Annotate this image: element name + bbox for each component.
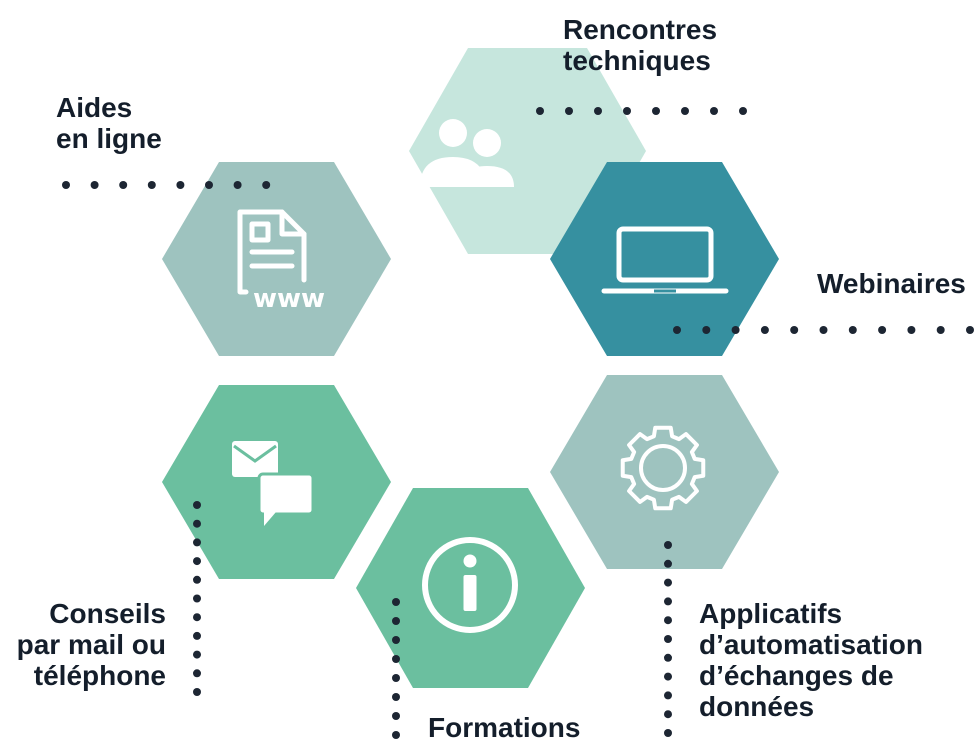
leader-dot [392, 712, 400, 720]
leader-dot [710, 107, 718, 115]
leader-dot [664, 691, 672, 700]
leader-dot [119, 181, 128, 189]
leader-dot [392, 693, 400, 701]
leader-dot [193, 688, 201, 696]
leader-webinaires [673, 326, 974, 334]
leader-dot [790, 326, 799, 334]
label-conseils-line2: par mail ou [16, 629, 166, 660]
leader-dot [664, 672, 672, 681]
leader-dot [664, 616, 672, 625]
leader-dot [664, 729, 672, 737]
leader-dot [392, 636, 400, 644]
leader-dot [392, 617, 400, 625]
leader-dot [652, 107, 660, 115]
leader-dot [193, 594, 201, 603]
chat-mail-icon [232, 441, 315, 526]
leader-dot [193, 557, 201, 566]
label-formations: Formations [428, 712, 580, 743]
leader-dot [739, 107, 747, 115]
label-applicatifs-line3: d’échanges de [699, 660, 894, 691]
hex-webinaires [550, 162, 779, 356]
leader-dot [664, 653, 672, 662]
label-applicatifs-line2: d’automatisation [699, 629, 924, 660]
label-webinaires: Webinaires [817, 268, 966, 299]
leader-dot [90, 181, 99, 189]
label-conseils: Conseils par mail ou téléphone [17, 598, 166, 691]
leader-dot [62, 181, 70, 189]
leader-dot [193, 501, 201, 509]
www-text: www [253, 284, 325, 314]
leader-dot [565, 107, 573, 115]
label-rencontres-line1: Rencontres [563, 14, 718, 45]
leader-dot [147, 181, 156, 189]
leader-dot [681, 107, 689, 115]
leader-dot [594, 107, 602, 115]
label-conseils-line1: Conseils [49, 598, 166, 629]
leader-dot [193, 613, 201, 622]
leader-dot [193, 538, 201, 547]
web-document-icon [237, 209, 307, 295]
label-applicatifs-line1: Applicatifs [699, 598, 843, 629]
leader-dot [664, 578, 672, 587]
label-formations-line1: Formations [428, 712, 581, 743]
leader-dot [702, 326, 711, 334]
leader-dot [205, 181, 213, 189]
label-aides: Aides en ligne [56, 92, 162, 154]
leader-dot [819, 326, 828, 334]
dotted-leaders [62, 107, 974, 739]
leader-aides [62, 181, 271, 189]
label-rencontres: Rencontres techniques [563, 14, 717, 76]
leader-dot [878, 326, 887, 334]
leader-rencontres [536, 107, 747, 115]
gear-icon [620, 425, 706, 511]
label-webinaires-line1: Webinaires [817, 268, 966, 299]
leader-dot [193, 631, 201, 640]
leader-dot [673, 326, 681, 334]
leader-dot [262, 181, 271, 189]
leader-dot [966, 326, 974, 334]
leader-dot [731, 326, 740, 334]
leader-dot [664, 541, 672, 549]
label-conseils-line3: téléphone [33, 660, 166, 691]
leader-dot [193, 669, 201, 678]
leader-applicatifs [664, 541, 672, 737]
hex-formations [356, 488, 585, 688]
leader-dot [907, 326, 916, 334]
leader-dot [664, 635, 672, 643]
leader-dot [623, 107, 631, 115]
leader-dot [936, 326, 945, 334]
label-applicatifs: Applicatifs d’automatisation d’échanges … [699, 598, 923, 722]
leader-dot [664, 710, 672, 719]
info-icon [422, 537, 518, 633]
people-icon [420, 119, 514, 187]
leader-dot [392, 674, 400, 682]
leader-dot [664, 597, 672, 606]
hex-applicatifs [550, 375, 779, 569]
label-aides-line2: en ligne [56, 123, 162, 154]
leader-dot [193, 650, 201, 659]
leader-dot [848, 326, 857, 334]
leader-formations [392, 598, 400, 739]
leader-dot [392, 731, 400, 739]
leader-conseils [193, 501, 201, 696]
leader-dot [392, 655, 400, 663]
label-applicatifs-line4: données [699, 691, 815, 722]
leader-dot [392, 598, 400, 606]
leader-dot [176, 181, 185, 189]
label-rencontres-line2: techniques [563, 45, 711, 76]
hex-aides: www [162, 162, 391, 356]
leader-dot [193, 519, 201, 528]
leader-dot [536, 107, 544, 115]
leader-dot [193, 575, 201, 584]
leader-dot [760, 326, 769, 334]
leader-dot [233, 181, 242, 189]
label-aides-line1: Aides [56, 92, 133, 123]
laptop-icon [601, 226, 729, 294]
leader-dot [664, 559, 672, 568]
hex-conseils [162, 385, 391, 579]
